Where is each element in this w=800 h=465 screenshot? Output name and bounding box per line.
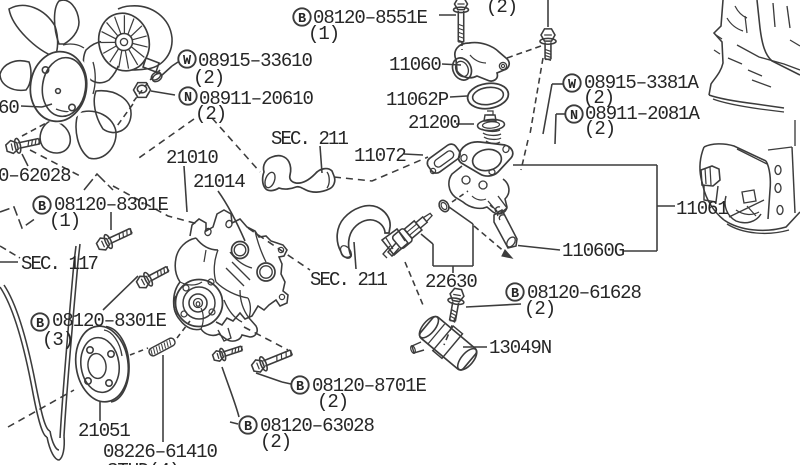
svg-text:B: B xyxy=(38,200,46,215)
svg-text:0–62028: 0–62028 xyxy=(0,165,71,187)
svg-text:(2): (2) xyxy=(317,391,348,413)
svg-text:08120–63028: 08120–63028 xyxy=(260,415,375,437)
svg-text:11072: 11072 xyxy=(354,145,406,167)
svg-text:W: W xyxy=(183,54,192,69)
svg-text:11062P: 11062P xyxy=(386,89,449,111)
svg-text:22630: 22630 xyxy=(425,271,477,293)
svg-text:08120–8301E: 08120–8301E xyxy=(52,310,167,332)
svg-text:08226–61410: 08226–61410 xyxy=(103,441,218,463)
svg-text:(2): (2) xyxy=(486,0,517,18)
svg-text:SEC. 117: SEC. 117 xyxy=(21,253,98,275)
svg-text:B: B xyxy=(244,420,252,435)
svg-text:SEC. 211: SEC. 211 xyxy=(310,269,388,291)
svg-text:(2): (2) xyxy=(524,298,555,320)
svg-text:08120–8301E: 08120–8301E xyxy=(54,194,169,216)
svg-text:60: 60 xyxy=(0,97,19,119)
svg-text:08911–2081A: 08911–2081A xyxy=(585,103,701,125)
svg-text:11061: 11061 xyxy=(676,198,728,220)
svg-text:(2): (2) xyxy=(260,431,291,453)
svg-text:(1): (1) xyxy=(49,210,80,232)
svg-text:13049N: 13049N xyxy=(489,337,551,359)
svg-text:08911–20610: 08911–20610 xyxy=(199,88,314,110)
svg-text:11060G: 11060G xyxy=(562,240,625,262)
svg-text:SEC. 211: SEC. 211 xyxy=(271,128,349,150)
svg-text:21014: 21014 xyxy=(193,171,245,193)
svg-text:08915–3381A: 08915–3381A xyxy=(584,72,700,94)
svg-text:(2): (2) xyxy=(583,87,614,109)
svg-text:11060: 11060 xyxy=(389,54,441,76)
svg-text:(3): (3) xyxy=(42,329,73,351)
svg-text:08915–33610: 08915–33610 xyxy=(198,50,313,72)
svg-text:21051: 21051 xyxy=(78,420,130,442)
svg-text:B: B xyxy=(298,12,306,27)
svg-text:21010: 21010 xyxy=(166,147,218,169)
svg-text:(2): (2) xyxy=(193,67,224,89)
svg-text:B: B xyxy=(296,380,304,395)
svg-text:(2): (2) xyxy=(195,103,226,125)
svg-text:N: N xyxy=(184,91,192,106)
svg-text:STUD(4): STUD(4) xyxy=(107,460,179,465)
svg-text:N: N xyxy=(570,109,578,124)
svg-text:(2): (2) xyxy=(584,118,615,140)
svg-text:(1): (1) xyxy=(308,23,339,45)
svg-text:08120–61628: 08120–61628 xyxy=(527,282,642,304)
svg-text:08120–8701E: 08120–8701E xyxy=(312,375,427,397)
svg-text:21200: 21200 xyxy=(408,112,460,134)
svg-text:W: W xyxy=(568,78,577,93)
svg-text:B: B xyxy=(36,317,44,332)
svg-text:B: B xyxy=(511,287,519,302)
svg-text:08120–8551E: 08120–8551E xyxy=(313,7,428,29)
